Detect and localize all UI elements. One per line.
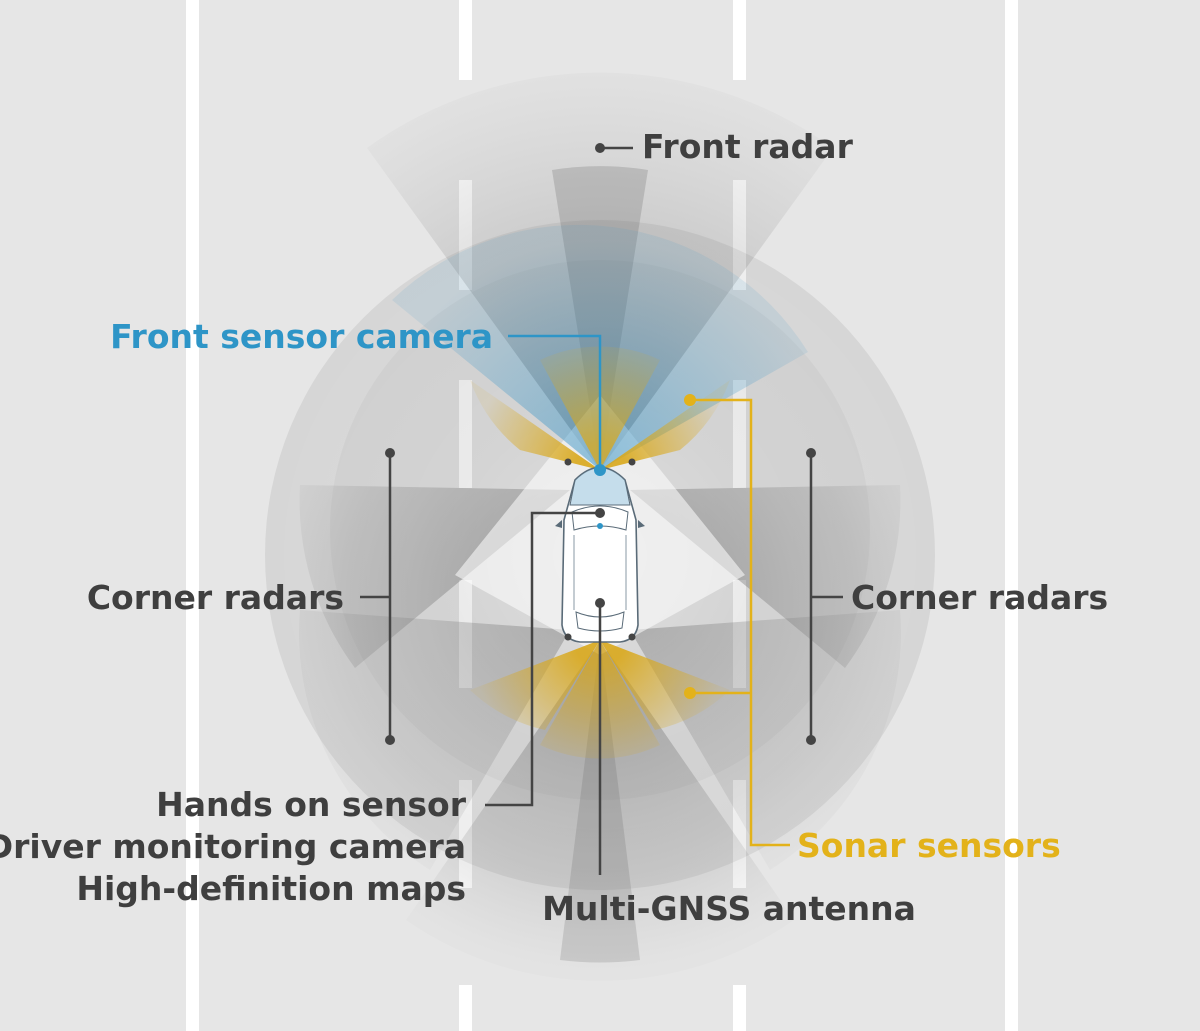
corner-radar-rear-right-dot (806, 735, 816, 745)
sonar-sensors-label: Sonar sensors (797, 826, 1061, 865)
corner-radar-rear-left-dot (385, 735, 395, 745)
corner-radars-left-label: Corner radars (87, 578, 344, 617)
corner-radar-rear-left-beam (299, 610, 570, 870)
car (555, 466, 645, 643)
front-sensor-camera-label: Front sensor camera (110, 317, 493, 356)
front-radar-label: Front radar (642, 127, 854, 166)
corner-radar-front-right-dot (806, 448, 816, 458)
hands-on-sensor-label: Hands on sensor (156, 785, 467, 824)
corner-radars-right-label: Corner radars (851, 578, 1108, 617)
rear-sonar-dot (684, 687, 696, 699)
multi-gnss-antenna-label: Multi-GNSS antenna (542, 889, 916, 928)
driver-monitoring-camera-label: Driver monitoring camera (0, 827, 466, 866)
front-radar-callout (595, 143, 633, 153)
front-sonar-dot (684, 394, 696, 406)
car-corner-sensors (564, 458, 636, 641)
corner-radar-front-left-dot (385, 448, 395, 458)
sonar-sensors-callout (690, 398, 790, 847)
corner-radar-rear-right-beam (630, 610, 901, 870)
high-definition-maps-label: High-definition maps (76, 869, 466, 908)
corner-radars-right-callout (809, 453, 843, 740)
multi-gnss-callout (595, 598, 605, 875)
front-sensor-camera-callout (508, 334, 606, 476)
interior-sensors-callout (485, 508, 605, 807)
corner-radars-left-callout (360, 453, 392, 740)
